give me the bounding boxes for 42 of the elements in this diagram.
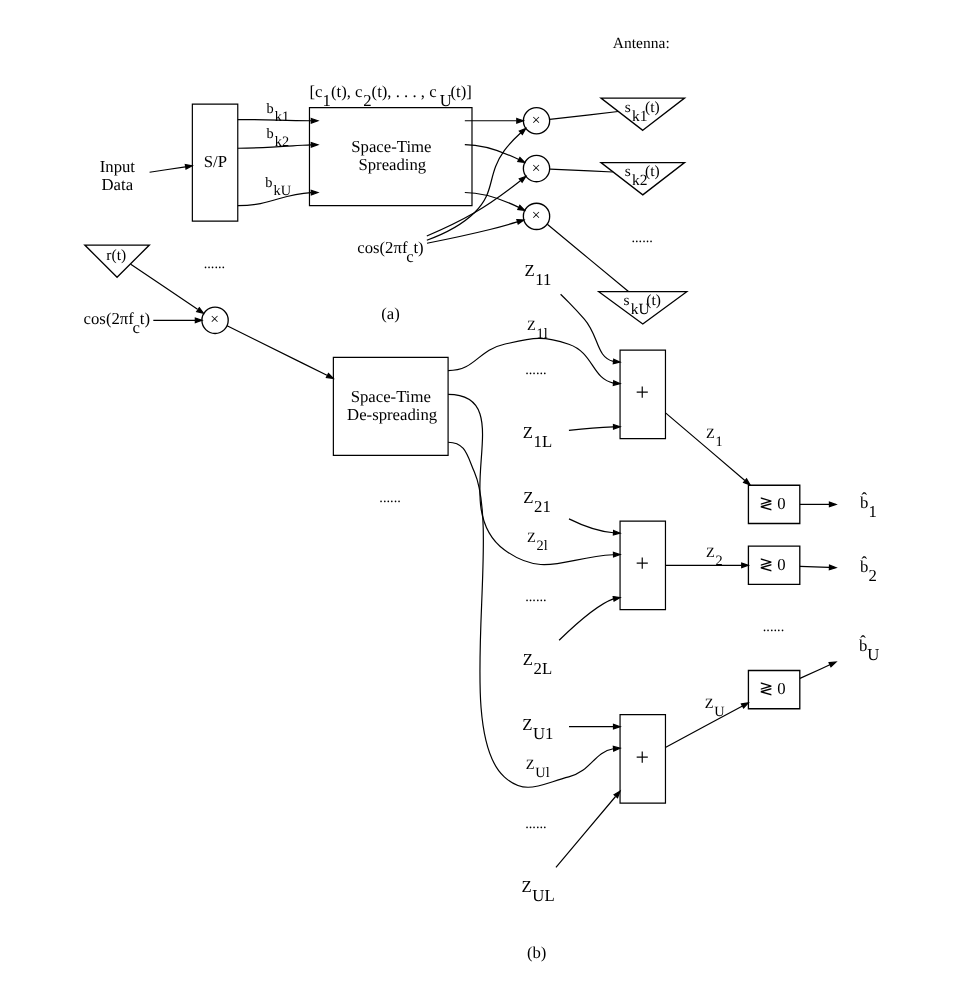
arrow: [798, 660, 837, 678]
connector: [548, 109, 618, 119]
arrow: [225, 324, 334, 379]
arrow: [446, 440, 621, 787]
arrow: [559, 292, 621, 364]
node-box: ≷ 0: [746, 668, 800, 709]
label: (a): [380, 303, 399, 322]
node-box: ≷ 0: [746, 544, 800, 585]
arrow: [151, 316, 203, 323]
node-box: Space-Time De-spreading: [331, 355, 448, 455]
node-box: ≷ 0: [746, 483, 800, 524]
arrow: [554, 788, 621, 868]
connector: [548, 167, 613, 172]
arrow: [425, 126, 527, 240]
arrow: [463, 190, 526, 211]
arrow: [147, 162, 193, 172]
arrow: [557, 594, 621, 640]
node-box: S/P: [190, 102, 238, 221]
arrow: [236, 188, 319, 206]
arrow: [129, 262, 204, 314]
node-box: +: [618, 519, 666, 610]
arrow: [463, 116, 525, 123]
node-box: +: [618, 348, 666, 439]
arrow: [798, 500, 837, 507]
label: (b): [525, 943, 546, 962]
node-text: Input Data: [98, 157, 135, 194]
connector: [545, 222, 629, 292]
arrow: [664, 701, 749, 747]
arrow: [664, 411, 751, 486]
arrow: [567, 517, 621, 535]
arrow: [567, 722, 621, 729]
arrow: [236, 116, 319, 123]
arrow: [664, 561, 750, 568]
arrow: [425, 218, 525, 243]
arrow: [463, 143, 526, 163]
node-box: +: [618, 713, 666, 803]
arrow: [567, 422, 621, 430]
arrow: [425, 174, 527, 236]
arrow: [446, 392, 621, 565]
arrow: [236, 140, 319, 148]
arrow: [446, 336, 621, 386]
arrow: [798, 563, 837, 570]
